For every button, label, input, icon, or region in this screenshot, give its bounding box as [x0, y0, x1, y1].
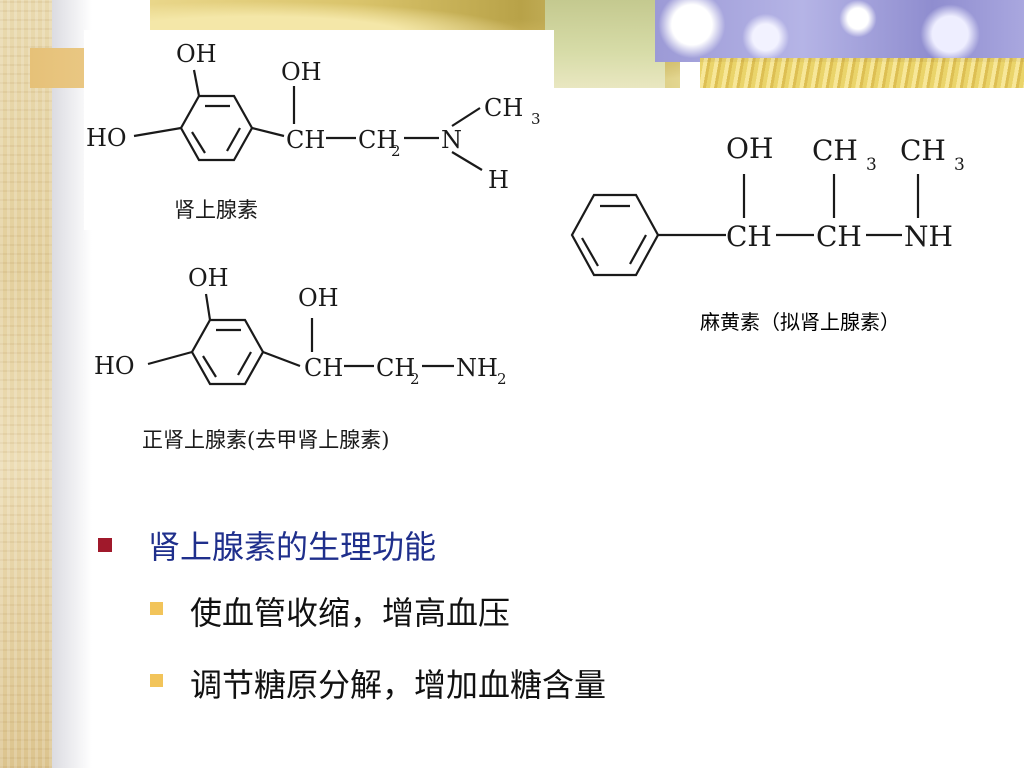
- atom-nh: NH: [904, 220, 953, 253]
- adrenaline-structure: OH OH HO CH CH 2 N CH 3 H 肾上腺素: [84, 30, 554, 230]
- atom-ch2: CH: [376, 354, 415, 382]
- sub-bullet-text: 调节糖原分解，增加血糖含量: [190, 666, 607, 704]
- ephedrine-name: 麻黄素（拟肾上腺素）: [700, 310, 900, 334]
- bullet-list: 肾上腺素的生理功能 使血管收缩，增高血压 调节糖原分解，增加血糖含量: [96, 522, 976, 714]
- atom-ch-b: CH: [816, 220, 862, 253]
- atom-oh-ring: OH: [176, 40, 217, 68]
- atom-oh-chain: OH: [298, 284, 339, 312]
- adrenaline-name: 肾上腺素: [174, 198, 258, 222]
- atom-oh-chain: OH: [281, 58, 322, 86]
- banner-flower-texture: [655, 0, 1024, 62]
- atom-ch3-sub: 3: [531, 110, 541, 128]
- main-bullet: 肾上腺素的生理功能: [96, 522, 976, 570]
- ephedrine-structure-drawing: OH CH 3 CH 3 CH CH NH: [570, 132, 965, 277]
- atom-ch2: CH: [358, 126, 397, 154]
- atom-nh2-sub: 2: [497, 370, 507, 388]
- banner-straw-texture: [700, 58, 1024, 88]
- atom-ch2-sub: 2: [391, 142, 401, 160]
- noradrenaline-structure: OH OH HO CH CH 2 NH 2 正肾上腺素(去甲肾上腺素): [92, 254, 542, 462]
- atom-ho: HO: [94, 352, 135, 380]
- atom-n: N: [441, 126, 462, 154]
- textured-left-strip: [0, 0, 52, 768]
- adrenaline-structure-drawing: OH OH HO CH CH 2 N CH 3 H: [86, 40, 541, 194]
- atom-ch3-sub: 3: [866, 155, 877, 175]
- sub-bullet: 使血管收缩，增高血压: [96, 570, 976, 642]
- atom-ch: CH: [304, 354, 343, 382]
- noradrenaline-name: 正肾上腺素(去甲肾上腺素): [142, 428, 390, 452]
- atom-ch-a: CH: [726, 220, 772, 253]
- atom-nh2: NH: [456, 354, 498, 382]
- sub-bullet: 调节糖原分解，增加血糖含量: [96, 642, 976, 714]
- atom-oh: OH: [726, 132, 773, 165]
- atom-ch3: CH: [812, 134, 858, 167]
- main-bullet-text: 肾上腺素的生理功能: [148, 528, 437, 566]
- atom-ho: HO: [86, 124, 127, 152]
- square-bullet-icon: [150, 674, 163, 687]
- square-bullet-icon: [98, 538, 112, 552]
- banner-green-texture: [545, 0, 665, 88]
- atom-ch3-n-sub: 3: [954, 155, 965, 175]
- noradrenaline-structure-drawing: OH OH HO CH CH 2 NH 2: [94, 264, 507, 388]
- atom-ch2-sub: 2: [410, 370, 420, 388]
- atom-oh-ring: OH: [188, 264, 229, 292]
- ephedrine-structure: OH CH 3 CH 3 CH CH NH: [566, 120, 986, 290]
- atom-ch: CH: [286, 126, 325, 154]
- atom-h: H: [488, 166, 509, 194]
- atom-ch3: CH: [484, 94, 523, 122]
- square-bullet-icon: [150, 602, 163, 615]
- sub-bullet-text: 使血管收缩，增高血压: [190, 594, 511, 632]
- atom-ch3-n: CH: [900, 134, 946, 167]
